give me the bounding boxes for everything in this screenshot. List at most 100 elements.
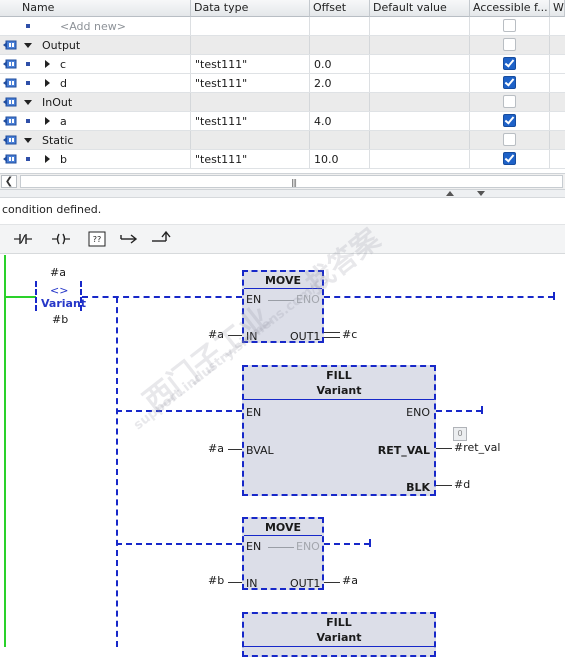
fill-blk-operand[interactable]: #d [454,478,471,491]
row-offset: 4.0 [310,112,370,130]
scroll-left-button[interactable]: ❮ [1,175,17,188]
inout-parameter-icon [3,97,17,107]
col-header-writable[interactable]: Wr [550,0,565,17]
move-en-pin: EN [246,293,262,306]
close-branch-icon[interactable] [150,229,172,249]
collapse-icon[interactable] [24,100,32,105]
fill-block[interactable]: FILL Variant EN ENO BVAL RET_VAL BLK [242,365,436,496]
network-wire [116,543,242,545]
row-data-type[interactable]: "test111" [191,74,310,92]
collapse-icon[interactable] [24,43,32,48]
empty-box-icon[interactable]: ?? [86,229,108,249]
network-wire [324,543,370,545]
col-header-default-value[interactable]: Default value [370,0,470,17]
row-default-value[interactable] [370,150,470,168]
fill-block[interactable]: FILL Variant [242,612,436,657]
expand-icon[interactable] [45,79,50,87]
fill-en-pin: EN [246,406,262,419]
fill-type: Variant [316,384,362,397]
pane-splitter[interactable] [0,190,565,198]
table-row[interactable]: d "test111" 2.0 [0,74,565,93]
add-new-row[interactable]: <Add new> [0,17,565,36]
section-name: Output [0,36,191,54]
move-in-operand[interactable]: #a [208,328,224,341]
inout-parameter-icon [3,116,17,126]
scrollbar-thumb[interactable]: ||| [20,175,563,188]
row-name[interactable]: c [0,55,191,73]
accessible-checkbox[interactable] [503,133,516,146]
network-wire [324,296,554,298]
no-contact-icon[interactable] [12,229,34,249]
row-data-type[interactable]: "test111" [191,150,310,168]
move-out1-pin: OUT1 [290,330,321,343]
row-data-type[interactable]: "test111" [191,55,310,73]
move-block[interactable]: MOVE EN ENO IN OUT1 [242,270,324,343]
network-wire [82,296,242,298]
output-parameter-icon [3,78,17,88]
accessible-checkbox[interactable] [503,76,516,89]
splitter-down-arrow-icon[interactable] [477,191,485,196]
table-row[interactable]: c "test111" 0.0 [0,55,565,74]
power-rail [4,255,6,647]
move-block[interactable]: MOVE EN ENO IN OUT1 [242,517,324,590]
row-offset: 2.0 [310,74,370,92]
accessible-checkbox[interactable] [503,152,516,165]
comparator-type[interactable]: Variant [41,297,87,310]
comparator-bottom-operand[interactable]: #b [52,313,69,326]
accessible-checkbox[interactable] [503,114,516,127]
section-row-output[interactable]: Output [0,36,565,55]
comparator-symbol[interactable]: <> [50,284,69,297]
move-title: MOVE [264,521,302,534]
ladder-toolbar: ?? [0,224,565,254]
table-row[interactable]: b "test111" 10.0 [0,150,565,169]
comparator-right-bar [80,281,82,311]
accessible-checkbox[interactable] [503,57,516,70]
ret-val-display: 0 [453,427,467,441]
horizontal-scrollbar[interactable]: ❮ ||| [0,173,565,190]
move-en-pin: EN [246,540,262,553]
accessible-checkbox[interactable] [503,19,516,32]
col-header-accessible[interactable]: Accessible f... [470,0,550,17]
section-row-inout[interactable]: InOut [0,93,565,112]
col-header-name[interactable]: Name [0,0,191,17]
row-name[interactable]: b [0,150,191,168]
row-marker-icon [26,157,30,161]
fill-type: Variant [316,631,362,644]
accessible-checkbox[interactable] [503,38,516,51]
add-new-label[interactable]: <Add new> [0,17,191,35]
comparator-top-operand[interactable]: #a [50,266,66,279]
section-row-static[interactable]: Static [0,131,565,150]
expand-icon[interactable] [45,117,50,125]
expand-icon[interactable] [45,60,50,68]
fill-ret-operand[interactable]: #ret_val [454,441,501,454]
collapse-icon[interactable] [24,138,32,143]
row-default-value[interactable] [370,74,470,92]
row-marker-icon [26,81,30,85]
open-branch-icon[interactable] [118,229,140,249]
network-wire [436,410,482,412]
coil-icon[interactable] [50,229,72,249]
move-out-operand[interactable]: #c [342,328,358,341]
move-in-pin: IN [246,330,258,343]
row-data-type[interactable]: "test111" [191,112,310,130]
empty-box-label: ?? [93,235,102,244]
row-name[interactable]: a [0,112,191,130]
expand-icon[interactable] [45,155,50,163]
powered-wire [6,296,36,298]
fill-bval-operand[interactable]: #a [208,442,224,455]
row-offset: 10.0 [310,150,370,168]
accessible-checkbox[interactable] [503,95,516,108]
move-out-operand[interactable]: #a [342,574,358,587]
fill-title: FILL [326,369,352,382]
move-title: MOVE [264,274,302,287]
col-header-data-type[interactable]: Data type [191,0,310,17]
row-marker-icon [26,119,30,123]
row-name[interactable]: d [0,74,191,92]
row-default-value[interactable] [370,112,470,130]
move-in-operand[interactable]: #b [208,574,225,587]
table-row[interactable]: a "test111" 4.0 [0,112,565,131]
row-default-value[interactable] [370,55,470,73]
col-header-offset[interactable]: Offset [310,0,370,17]
splitter-up-arrow-icon[interactable] [446,191,454,196]
section-name: Static [0,131,191,149]
